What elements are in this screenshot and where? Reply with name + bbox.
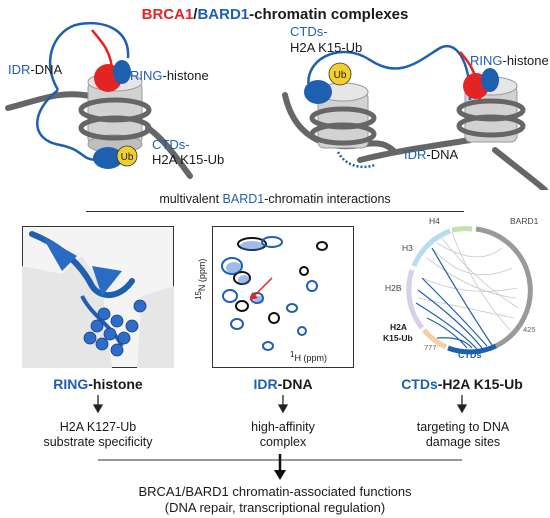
left-ring-histone-label: RING-histone — [130, 68, 209, 83]
conclusion-line2: (DNA repair, transcriptional regulation) — [164, 500, 386, 515]
circos-777-label: 777 — [424, 343, 437, 352]
circos-h2a-arc — [422, 328, 448, 350]
right-nucleosome-left — [309, 82, 377, 149]
panel-title-ring-histone: RING-histone — [53, 376, 143, 392]
right-bard1-ctds — [304, 80, 332, 104]
circos-bard1-arc — [475, 226, 533, 349]
heading-divider — [86, 211, 464, 212]
right-ring-histone-label: RING-histone — [470, 53, 549, 68]
title-sep: / — [193, 6, 198, 23]
circos-h2a-label: H2A — [390, 322, 408, 332]
flow-arrows — [92, 395, 468, 480]
right-idr-dna-label: IDR-DNA — [404, 147, 459, 162]
middle-heading: multivalent BARD1-chromatin interactions — [159, 192, 391, 206]
conclusion-text: BRCA1/BARD1 chromatin-associated functio… — [0, 484, 550, 516]
conclusion-line1: BRCA1/BARD1 chromatin-associated functio… — [138, 484, 412, 499]
circos-h3-arc — [411, 228, 451, 268]
left-ub-label: Ub — [121, 152, 134, 163]
left-bard1-ctds — [93, 147, 123, 169]
right-ub-label: Ub — [334, 70, 347, 81]
circos-ctds-arc — [447, 343, 498, 355]
circos-h4-arc — [451, 226, 473, 233]
ring-histone-structure-panel — [22, 226, 174, 368]
right-nucleosome-right — [456, 76, 526, 143]
circos-h3-label: H3 — [402, 243, 413, 253]
left-bard1-ring — [113, 60, 131, 84]
title-rest: -chromatin complexes — [249, 6, 409, 23]
nmr-h-axis-label: 1H (ppm) — [290, 350, 327, 363]
left-nucleosome-schematic: Ub Ub — [5, 21, 548, 190]
nmr-n-axis-label: 15N (ppm) — [194, 258, 207, 300]
circos-h2b-label: H2B — [385, 283, 402, 293]
nmr-spectrum-panel — [212, 226, 354, 368]
panel-title-ctds: CTDs-H2A K15-Ub — [401, 376, 523, 392]
right-ctds-label: CTDs- — [290, 24, 328, 39]
crosslink-circos-panel — [406, 226, 533, 355]
circos-ctds-label: CTDs — [458, 350, 482, 360]
title-bard1: BARD1 — [197, 6, 250, 23]
right-bard1-ring — [481, 68, 499, 92]
circos-h2b-arc — [406, 269, 425, 330]
circos-h4-label: H4 — [429, 216, 440, 226]
panel-title-idr-dna: IDR-DNA — [253, 376, 313, 392]
right-h2a-label: H2A K15-Ub — [290, 40, 363, 55]
figure-title: BRCA1/BARD1-chromatin complexes — [0, 6, 550, 23]
right-ub — [328, 62, 352, 86]
left-ub — [116, 145, 138, 167]
circos-k15-label: K15-Ub — [383, 333, 413, 343]
left-idr-dna-label: IDR-DNA — [8, 62, 63, 77]
left-ctds-label: CTDs- — [152, 137, 190, 152]
left-h2a-label: H2A K15-Ub — [152, 152, 225, 167]
circos-bard1-label: BARD1 — [510, 216, 539, 226]
circos-425-label: 425 — [523, 325, 536, 334]
title-brca1: BRCA1 — [141, 6, 194, 23]
